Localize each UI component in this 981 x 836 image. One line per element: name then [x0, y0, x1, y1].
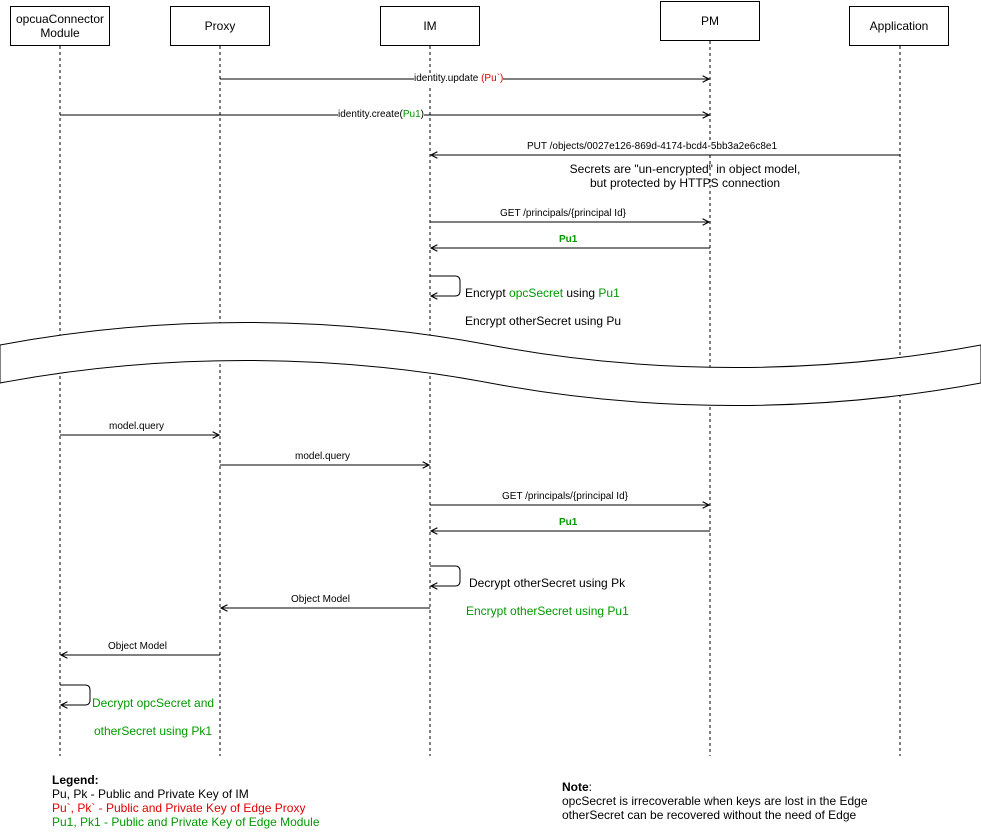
label-identity-create: identity.create(Pu1)	[338, 109, 424, 121]
legend: Legend: Pu, Pk - Public and Private Key …	[52, 773, 320, 829]
note-module-decrypt: Decrypt opcSecret and otherSecret using …	[92, 682, 214, 752]
legend-title: Legend:	[52, 773, 99, 787]
actor-im: IM	[380, 6, 480, 46]
note-decrypt-line1: Decrypt otherSecret using Pk	[469, 576, 626, 590]
note-othersecret: otherSecret can be recovered without the…	[562, 808, 857, 822]
note-module-decrypt-line2: otherSecret using Pk1	[93, 724, 213, 738]
note-colon: :	[588, 780, 593, 794]
label-identity-update-key: (Pu`)	[481, 73, 504, 84]
actor-proxy: Proxy	[170, 6, 270, 46]
note-encrypt-secrets: Encrypt opcSecret using Pu1 Encrypt othe…	[465, 272, 621, 342]
actor-opcua-connector: opcuaConnector Module	[10, 6, 110, 46]
legend-module-keys: Pu1, Pk1 - Public and Private Key of Edg…	[52, 815, 320, 829]
label-get-principals-1: GET /principals/{principal Id}	[500, 208, 626, 220]
label-identity-update-text: identity.update	[414, 73, 482, 84]
label-model-query-1: model.query	[109, 421, 165, 433]
actor-application: Application	[849, 6, 949, 46]
label-pu1-return-1: Pu1	[559, 234, 578, 246]
label-identity-update: identity.update (Pu`)	[414, 73, 504, 85]
legend-proxy-keys: Pu`, Pk` - Public and Private Key of Edg…	[52, 801, 306, 815]
opcsecret-word: opcSecret	[509, 286, 564, 300]
note-encrypt-line2: Encrypt otherSecret using Pu	[465, 314, 622, 328]
label-identity-create-text: identity.create(	[338, 109, 403, 120]
label-model-query-2: model.query	[295, 451, 351, 463]
label-object-model-1: Object Model	[291, 594, 350, 606]
using-word: using	[563, 286, 599, 300]
note-decrypt-line2: Encrypt otherSecret using Pu1	[466, 604, 629, 618]
note-title: Note	[562, 780, 589, 794]
note-heading: Note:	[562, 780, 868, 794]
note-opcsecret: opcSecret is irrecoverable when keys are…	[562, 794, 868, 808]
label-identity-create-key: Pu1	[402, 109, 421, 120]
encrypt-word: Encrypt	[465, 286, 510, 300]
note-block: Note: opcSecret is irrecoverable when ke…	[562, 780, 868, 822]
note-decrypt-other: Decrypt otherSecret using Pk Encrypt oth…	[466, 562, 629, 632]
label-object-model-2: Object Model	[108, 641, 167, 653]
note-secrets-unencrypted: Secrets are "un-encrypted" in object mod…	[569, 162, 801, 190]
self-arrow-encrypt	[430, 275, 461, 296]
label-identity-create-suffix: )	[420, 109, 424, 120]
self-arrow-module-decrypt	[60, 684, 91, 705]
pu1-word: Pu1	[598, 286, 620, 300]
actor-pm: PM	[660, 1, 760, 41]
label-pu1-return-2: Pu1	[559, 517, 578, 529]
label-put-objects: PUT /objects/0027e126-869d-4174-bcd4-5bb…	[527, 141, 778, 153]
legend-im-keys: Pu, Pk - Public and Private Key of IM	[52, 787, 249, 801]
note-encrypt-line1: Encrypt opcSecret using Pu1	[465, 286, 621, 300]
label-get-principals-2: GET /principals/{principal Id}	[502, 491, 628, 503]
time-break-band	[0, 322, 981, 406]
self-arrow-decrypt	[430, 565, 461, 586]
note-module-decrypt-line1: Decrypt opcSecret and	[92, 696, 215, 710]
